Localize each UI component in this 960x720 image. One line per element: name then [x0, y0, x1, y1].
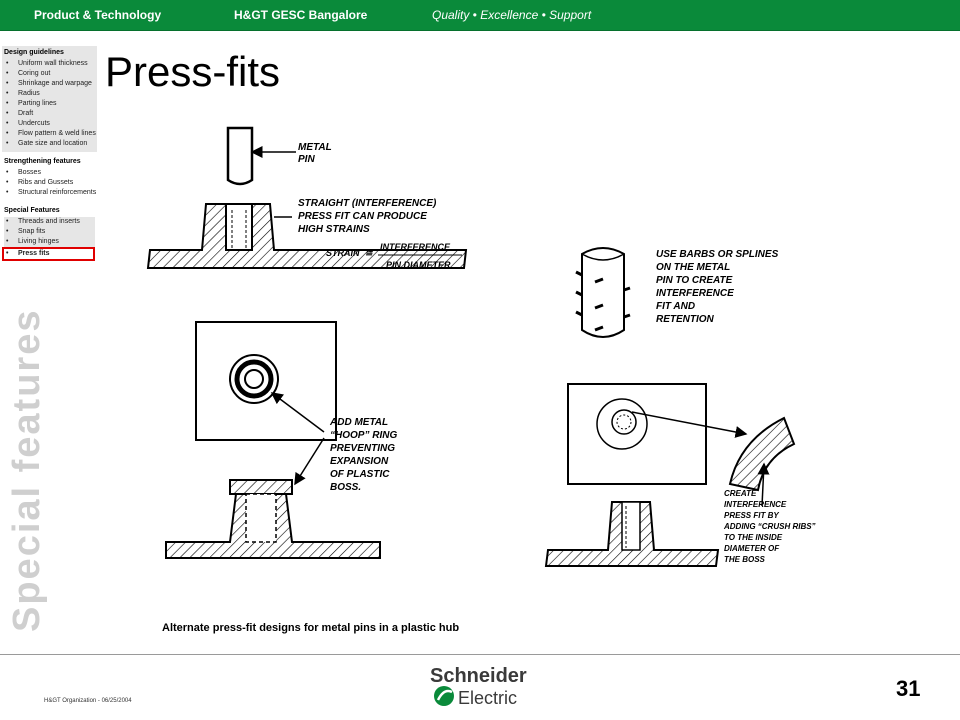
page-title: Press-fits [105, 48, 281, 95]
nav-item-living-hinges[interactable]: Living hinges [4, 237, 95, 247]
nav-section-special-features: Special Features Threads and inserts Sna… [2, 204, 97, 264]
footer-divider [0, 654, 960, 655]
crush-ribs-label: CREATE INTERFERENCE PRESS FIT BY ADDING … [723, 489, 818, 564]
nav-item-coring-out[interactable]: Coring out [4, 69, 95, 79]
crush-ribs-detail [728, 416, 796, 507]
footer-org-date: H&GT Organization - 06/25/2004 [44, 698, 132, 704]
nav-section-title: Strengthening features [4, 158, 81, 165]
header-right-text: Quality • Excellence • Support [432, 8, 592, 22]
nav-item-parting-lines[interactable]: Parting lines [4, 99, 95, 109]
nav-section-title: Special Features [4, 207, 60, 214]
figure-caption: Alternate press-fit designs for metal pi… [162, 622, 460, 634]
nav-section-title: Design guidelines [4, 49, 64, 56]
svg-text:PIN DIAMETER: PIN DIAMETER [386, 260, 451, 270]
crush-ribs-section-view [544, 501, 720, 567]
nav-item-bosses[interactable]: Bosses [4, 168, 95, 178]
nav-item-flow-pattern[interactable]: Flow pattern & weld lines [4, 129, 96, 139]
svg-text:Electric: Electric [458, 688, 517, 708]
nav-item-radius[interactable]: Radius [4, 89, 95, 99]
header-bar: Product & Technology H&GT GESC Bangalore… [0, 0, 960, 31]
crush-ribs-plan-view [567, 383, 748, 485]
nav-item-draft[interactable]: Draft [4, 109, 95, 119]
press-fit-diagram: METAL PIN STRAIGHT (INTERFERENCE) PRESS … [146, 126, 818, 567]
section-vertical-label: Special features [6, 308, 48, 632]
metal-pin-label: METAL PIN [298, 142, 334, 165]
nav-item-uniform-wall[interactable]: Uniform wall thickness [4, 59, 95, 69]
svg-text:Schneider: Schneider [430, 665, 527, 687]
header-left-text: Product & Technology [34, 8, 162, 22]
svg-text:STRAIN: STRAIN [326, 248, 360, 258]
page-number: 31 [896, 676, 921, 701]
barbed-pin-drawing [575, 247, 631, 338]
hoop-ring-section-view [165, 437, 381, 559]
nav-item-threads[interactable]: Threads and inserts [4, 217, 95, 227]
barbs-splines-label: USE BARBS OR SPLINES ON THE METAL PIN TO… [656, 249, 781, 325]
nav-item-shrinkage[interactable]: Shrinkage and warpage [4, 79, 95, 89]
header-center-text: H&GT GESC Bangalore [234, 8, 368, 22]
nav-item-gate-size[interactable]: Gate size and location [4, 139, 95, 149]
schneider-electric-logo: Schneider Electric [430, 665, 527, 708]
hoop-ring-plan-view [195, 321, 337, 441]
nav-section-design-guidelines: Design guidelines Uniform wall thickness… [2, 46, 97, 152]
strain-formula: STRAIN ≅ INTERFERENCE PIN DIAMETER [326, 242, 462, 270]
logo-mark-icon [434, 686, 454, 706]
hoop-ring-label: ADD METAL “HOOP” RING PREVENTING EXPANSI… [329, 417, 400, 493]
nav-item-snap-fits[interactable]: Snap fits [4, 227, 95, 237]
nav-item-structural[interactable]: Structural reinforcements [4, 188, 96, 198]
straight-press-fit-label: STRAIGHT (INTERFERENCE) PRESS FIT CAN PR… [298, 198, 439, 235]
sidebar-nav: Design guidelines Uniform wall thickness… [2, 46, 97, 267]
metal-pin-drawing [226, 126, 296, 186]
nav-item-ribs-gussets[interactable]: Ribs and Gussets [4, 178, 95, 188]
nav-item-undercuts[interactable]: Undercuts [4, 119, 95, 129]
nav-item-press-fits-active[interactable]: Press fits [2, 247, 95, 261]
svg-text:INTERFERENCE: INTERFERENCE [380, 242, 451, 252]
straight-boss-drawing [146, 203, 468, 269]
nav-section-strengthening: Strengthening features Bosses Ribs and G… [2, 155, 97, 201]
svg-text:≅: ≅ [365, 248, 374, 258]
